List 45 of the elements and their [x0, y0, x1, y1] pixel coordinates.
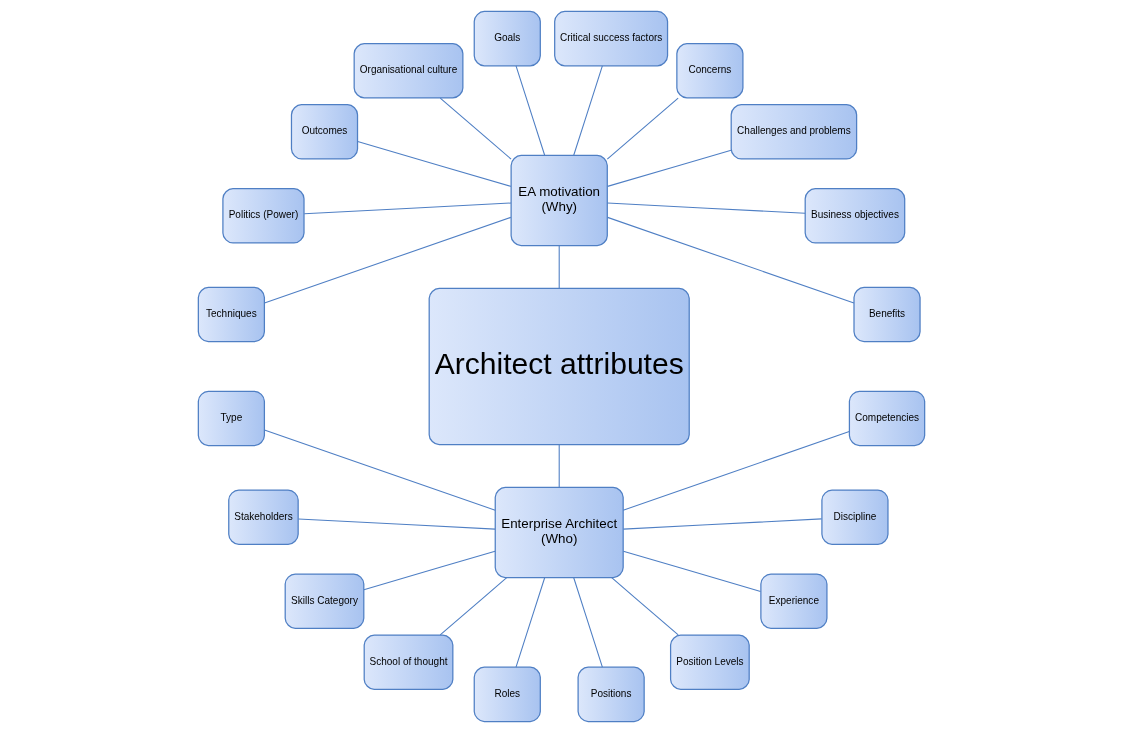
node-box: Enterprise Architect (Who)	[494, 486, 624, 579]
connector	[263, 216, 512, 304]
connector	[515, 65, 546, 156]
connector	[622, 431, 850, 511]
connector	[357, 140, 512, 187]
connector	[606, 202, 806, 214]
node-box: Discipline	[821, 489, 889, 545]
connector	[622, 550, 762, 592]
connector	[611, 577, 679, 636]
node-box: School of thought	[363, 634, 454, 691]
connector	[515, 577, 546, 668]
connector	[303, 202, 512, 215]
connector	[607, 149, 732, 187]
node-box: Stakeholders	[228, 489, 299, 545]
connector	[439, 97, 512, 160]
node-box: Outcomes	[290, 104, 359, 160]
node-box: Concerns	[676, 42, 744, 99]
node-box: Experience	[760, 573, 828, 629]
node-box: Type	[197, 390, 265, 447]
node-box: Roles	[473, 666, 541, 723]
node-box: Critical success factors	[554, 10, 669, 67]
node-box: EA motivation (Why)	[510, 154, 608, 247]
node-box: Challenges and problems	[730, 104, 858, 160]
node-box: Architect attributes	[428, 287, 690, 446]
connector	[573, 577, 603, 668]
node-box: Positions	[577, 666, 645, 723]
connector	[606, 97, 679, 160]
connector	[297, 518, 496, 530]
connector	[558, 444, 560, 488]
node-box: Techniques	[197, 286, 265, 343]
connector	[263, 429, 496, 511]
node-box: Business objectives	[804, 188, 906, 244]
node-box: Organisational culture	[353, 42, 464, 99]
node-box: Goals	[473, 10, 541, 67]
node-box: Benefits	[853, 286, 921, 343]
node-box: Skills Category	[284, 573, 365, 629]
connector	[558, 245, 560, 289]
node-box: Politics (Power)	[222, 188, 305, 244]
node-box: Position Levels	[669, 634, 750, 691]
connector	[573, 65, 603, 156]
connector	[607, 216, 855, 304]
node-box: Competencies	[848, 390, 926, 447]
connector	[363, 550, 496, 591]
connector	[439, 577, 508, 636]
connector	[622, 518, 823, 530]
